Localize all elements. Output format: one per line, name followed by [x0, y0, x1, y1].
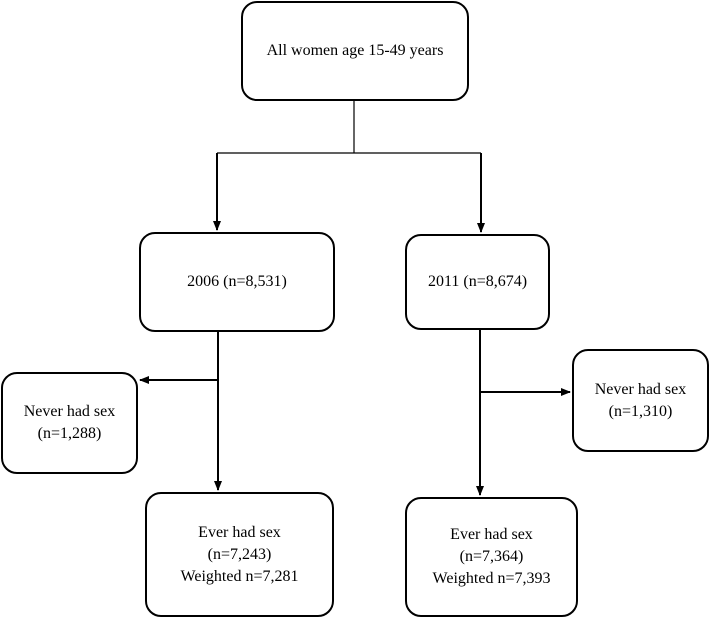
ever-had-sex-2006-box: Ever had sex (n=7,243) Weighted n=7,281: [145, 492, 334, 617]
ever-had-sex-2011-box: Ever had sex (n=7,364) Weighted n=7,393: [405, 497, 578, 617]
never-2011-line1: Never had sex: [594, 380, 687, 398]
ever-2006-line2: (n=7,243): [207, 545, 272, 563]
never-2006-line2: (n=1,288): [37, 425, 102, 442]
never-2011-line2: (n=1,310): [608, 402, 673, 420]
year-2006-label: 2006 (n=8,531): [187, 273, 287, 290]
root-box: All women age 15-49 years: [241, 1, 469, 101]
year-2006-box: 2006 (n=8,531): [139, 232, 335, 332]
ever-2011-line2: (n=7,364): [459, 548, 524, 565]
root-label: All women age 15-49 years: [266, 42, 444, 59]
ever-2011-line3: Weighted n=7,393: [432, 570, 551, 587]
year-2011-label: 2011 (n=8,674): [427, 273, 528, 290]
year-2011-box: 2011 (n=8,674): [405, 234, 550, 330]
never-had-sex-2006-box: Never had sex (n=1,288): [1, 372, 138, 474]
never-had-sex-2011-box: Never had sex (n=1,310): [572, 349, 709, 452]
ever-2011-line1: Ever had sex: [450, 526, 533, 543]
ever-2006-line1: Ever had sex: [198, 523, 281, 541]
ever-2006-line3: Weighted n=7,281: [180, 567, 299, 585]
never-2006-line1: Never had sex: [23, 403, 116, 420]
